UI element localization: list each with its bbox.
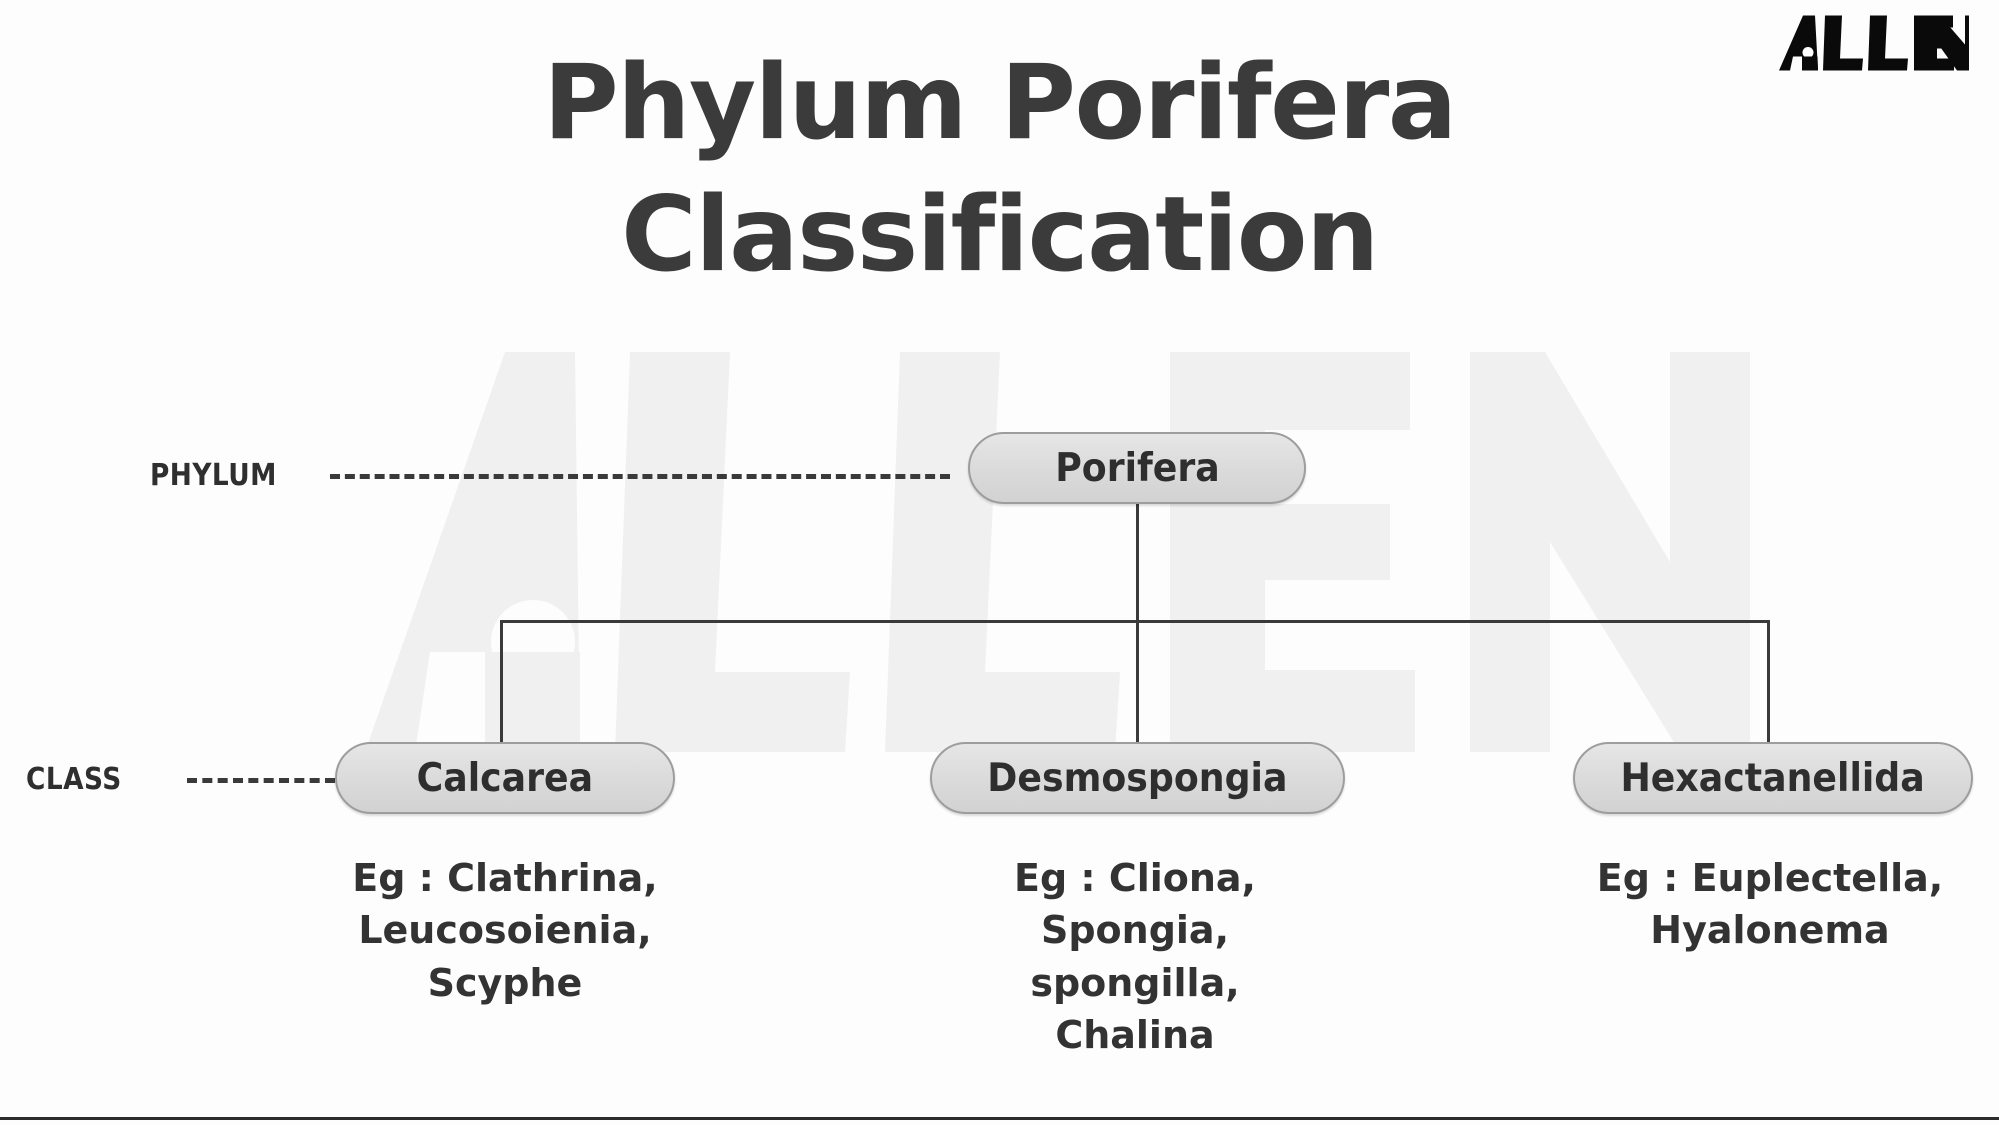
bottom-divider <box>0 1117 1999 1120</box>
connector-phylum-stem <box>1136 504 1139 744</box>
page-title: Phylum Porifera Classification <box>0 38 1999 302</box>
example-line: Leucosoienia, <box>358 908 652 953</box>
rank-label-phylum: PHYLUM <box>150 458 277 493</box>
connector-drop-hexactanellida <box>1767 620 1770 744</box>
examples-calcarea: Eg : Clathrina, Leucosoienia, Scyphe <box>290 852 720 1009</box>
connector-drop-calcarea <box>500 620 503 744</box>
example-line: Hyalonema <box>1650 908 1890 953</box>
node-class-hexactanellida[interactable]: Hexactanellida <box>1573 742 1973 814</box>
node-class-desmospongia-label: Desmospongia <box>987 755 1288 801</box>
example-line: Chalina <box>1055 1013 1215 1058</box>
node-class-calcarea-label: Calcarea <box>416 755 594 801</box>
allen-logo <box>1779 14 1969 72</box>
node-class-calcarea[interactable]: Calcarea <box>335 742 675 814</box>
examples-hexactanellida: Eg : Euplectella, Hyalonema <box>1545 852 1995 957</box>
title-line-1: Phylum Porifera <box>543 43 1457 163</box>
example-line: Eg : Euplectella, <box>1596 856 1944 900</box>
node-phylum-porifera[interactable]: Porifera <box>968 432 1306 504</box>
title-line-2: Classification <box>621 174 1379 295</box>
leader-line-phylum <box>330 474 950 479</box>
example-line: Scyphe <box>427 960 583 1005</box>
rank-label-class: CLASS <box>26 762 122 797</box>
examples-desmospongia: Eg : Cliona, Spongia, spongilla, Chalina <box>920 852 1350 1062</box>
connector-horizontal-bus <box>500 620 1770 623</box>
node-class-hexactanellida-label: Hexactanellida <box>1620 755 1926 801</box>
example-line: Eg : Clathrina, <box>352 856 658 900</box>
node-class-desmospongia[interactable]: Desmospongia <box>930 742 1345 814</box>
example-line: Spongia, <box>1040 908 1230 953</box>
example-line: spongilla, <box>1030 960 1240 1005</box>
node-phylum-label: Porifera <box>1054 445 1220 491</box>
leader-line-class <box>187 778 335 783</box>
example-line: Eg : Cliona, <box>1014 856 1256 900</box>
